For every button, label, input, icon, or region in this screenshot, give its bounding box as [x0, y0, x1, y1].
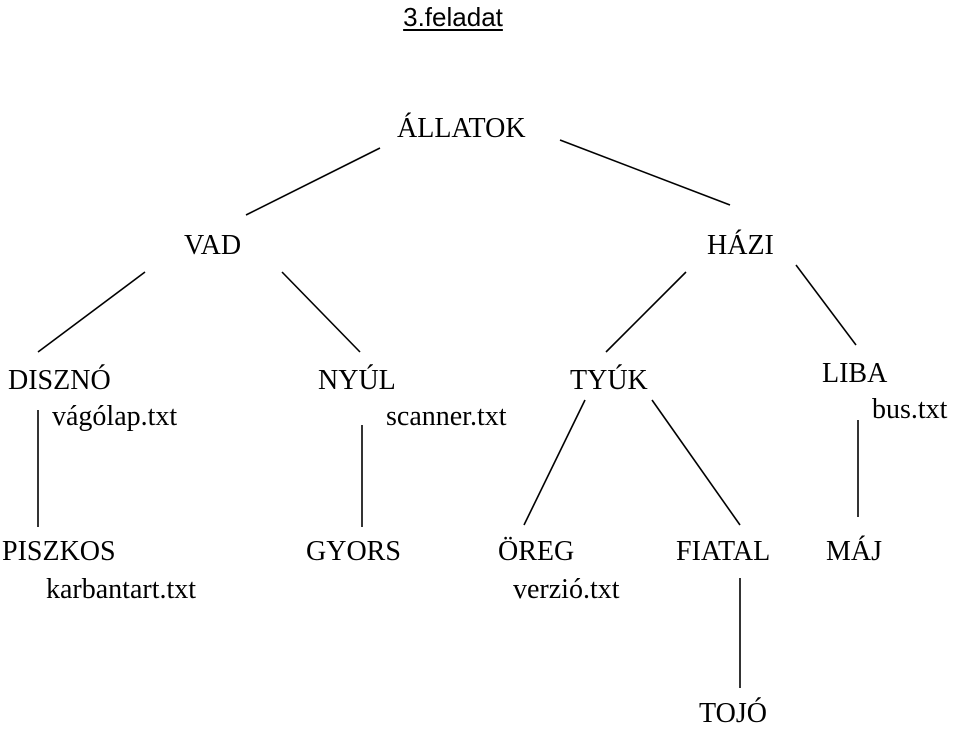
edge-allatok-vad: [245, 147, 381, 216]
edge-vad-nyul: [281, 271, 361, 353]
file-liba: bus.txt: [872, 394, 948, 425]
edge-tyuk-oreg: [523, 399, 586, 526]
page-title: 3.feladat: [403, 2, 503, 32]
node-diszno: DISZNÓ: [8, 365, 111, 396]
edge-tyuk-fiatal: [651, 399, 741, 526]
node-tyuk: TYÚK: [570, 365, 648, 396]
node-tojo: TOJÓ: [699, 698, 767, 729]
node-gyors: GYORS: [306, 536, 401, 567]
edge-vad-diszno: [37, 271, 146, 353]
edge-hazi-tyuk: [605, 271, 687, 353]
edge-allatok-hazi: [559, 139, 731, 206]
node-fiatal: FIATAL: [676, 536, 771, 567]
node-liba: LIBA: [822, 358, 888, 389]
node-maj: MÁJ: [826, 536, 883, 567]
node-nyul: NYÚL: [318, 365, 396, 396]
file-nyul: scanner.txt: [386, 401, 507, 432]
edge-hazi-liba: [795, 264, 857, 346]
node-hazi: HÁZI: [707, 230, 774, 261]
node-piszkos: PISZKOS: [2, 536, 116, 567]
file-diszno: vágólap.txt: [52, 401, 178, 432]
file-oreg: verzió.txt: [513, 574, 620, 605]
file-piszkos: karbantart.txt: [46, 574, 197, 605]
node-oreg: ÖREG: [498, 536, 575, 567]
node-vad: VAD: [184, 230, 242, 261]
node-allatok: ÁLLATOK: [397, 113, 526, 144]
